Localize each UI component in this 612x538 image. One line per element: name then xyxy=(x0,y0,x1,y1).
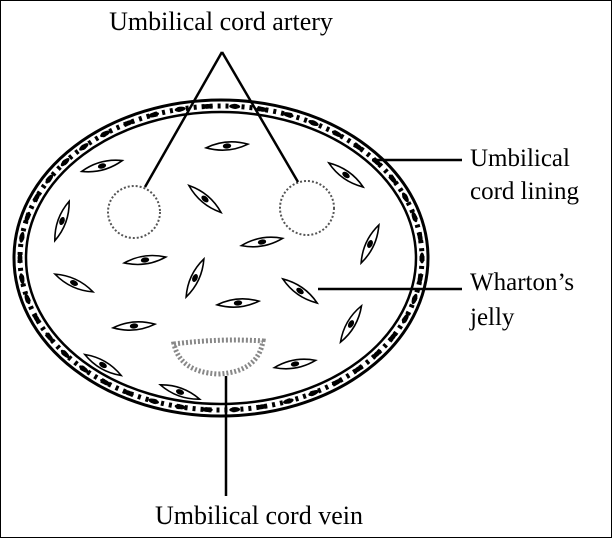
umbilical-cord-lining xyxy=(12,98,430,418)
lining-cell xyxy=(419,252,425,264)
label-umbilical-cord-lining-line2: cord lining xyxy=(470,178,580,205)
label-umbilical-cord-lining-line1: Umbilical xyxy=(470,145,570,172)
label-umbilical-cord-vein: Umbilical cord vein xyxy=(155,501,363,530)
umbilical-cord-vein xyxy=(170,337,266,377)
label-umbilical-cord-artery: Umbilical cord artery xyxy=(109,7,333,36)
leader-lines xyxy=(143,51,462,496)
artery-leader-line-right xyxy=(220,51,300,183)
label-whartons-jelly-line2: jelly xyxy=(469,304,515,331)
umbilical-cord-arteries xyxy=(107,180,335,239)
label-whartons-jelly-line1: Wharton’s xyxy=(470,269,574,296)
artery-leader-line-left xyxy=(143,51,224,188)
lining-cell xyxy=(17,252,23,264)
